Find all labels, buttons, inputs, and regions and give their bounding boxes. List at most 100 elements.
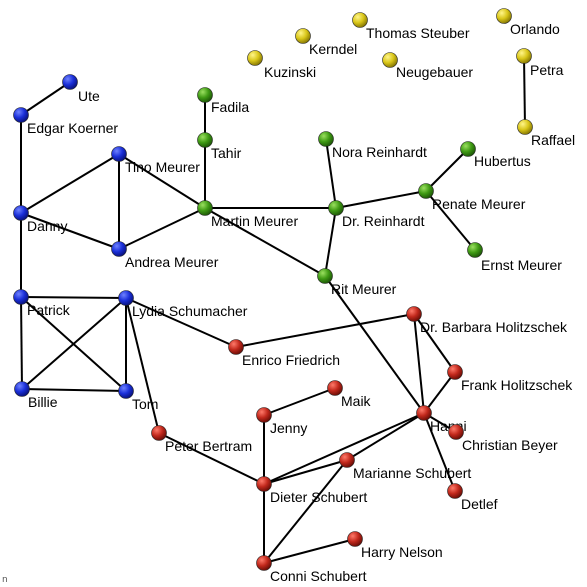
node-circle-dr_reinhardt[interactable]: [328, 200, 344, 216]
node-circle-tom[interactable]: [118, 383, 134, 399]
node-circle-kuzinski[interactable]: [247, 50, 263, 66]
edge-dr_reinhardt-renate: [335, 190, 427, 209]
node-circle-dieter[interactable]: [256, 476, 272, 492]
node-andrea[interactable]: Andrea Meurer: [111, 241, 219, 271]
node-circle-kerndel[interactable]: [295, 28, 311, 44]
node-marianne[interactable]: Marianne Schubert: [339, 452, 472, 482]
node-billie[interactable]: Billie: [14, 381, 58, 411]
node-maik[interactable]: Maik: [327, 380, 372, 410]
node-circle-maik[interactable]: [327, 380, 343, 396]
node-tino[interactable]: Tino Meurer: [111, 146, 201, 176]
node-circle-tino[interactable]: [111, 146, 127, 162]
node-label-frank: Frank Holitzschek: [461, 377, 573, 393]
edge-marianne-conni: [263, 459, 348, 564]
edge-renate-ernst: [425, 190, 476, 251]
node-nora[interactable]: Nora Reinhardt: [318, 131, 428, 161]
node-barbara[interactable]: Dr. Barbara Holitzschek: [406, 306, 569, 336]
node-label-kerndel: Kerndel: [309, 41, 357, 57]
node-circle-tahir[interactable]: [197, 132, 213, 148]
node-label-detlef: Detlef: [461, 496, 498, 512]
node-circle-patrick[interactable]: [13, 289, 29, 305]
node-danny[interactable]: Danny: [13, 205, 68, 235]
node-petra[interactable]: Petra: [516, 48, 564, 79]
node-label-ernst: Ernst Meurer: [481, 257, 562, 273]
node-circle-hanni[interactable]: [416, 405, 432, 421]
node-tahir[interactable]: Tahir: [197, 132, 242, 162]
node-orlando[interactable]: Orlando: [496, 8, 561, 38]
node-label-patrick: Patrick: [27, 302, 71, 318]
node-renate[interactable]: Renate Meurer: [418, 183, 526, 213]
edge-barbara-frank: [413, 313, 456, 373]
node-circle-neugebauer[interactable]: [382, 52, 398, 68]
node-circle-christian[interactable]: [448, 424, 464, 440]
node-circle-ute[interactable]: [62, 74, 78, 90]
edge-dr_reinhardt-rit: [324, 207, 337, 277]
node-circle-thomas[interactable]: [352, 12, 368, 28]
node-circle-marianne[interactable]: [339, 452, 355, 468]
node-circle-renate[interactable]: [418, 183, 434, 199]
node-harry[interactable]: Harry Nelson: [347, 531, 443, 561]
node-circle-billie[interactable]: [14, 381, 30, 397]
node-detlef[interactable]: Detlef: [447, 483, 498, 513]
node-circle-harry[interactable]: [347, 531, 363, 547]
node-jenny[interactable]: Jenny: [256, 407, 308, 437]
node-circle-jenny[interactable]: [256, 407, 272, 423]
node-circle-petra[interactable]: [516, 48, 532, 64]
node-martin[interactable]: Martin Meurer: [197, 200, 299, 230]
node-circle-andrea[interactable]: [111, 241, 127, 257]
edge-ute-edgar: [20, 81, 71, 116]
edge-enrico-barbara: [235, 313, 415, 348]
node-conni[interactable]: Conni Schubert: [256, 555, 367, 585]
node-kerndel[interactable]: Kerndel: [295, 28, 358, 58]
node-fadila[interactable]: Fadila: [197, 87, 250, 116]
node-enrico[interactable]: Enrico Friedrich: [228, 339, 341, 369]
edge-renate-hubertus: [425, 148, 469, 192]
node-label-harry: Harry Nelson: [361, 544, 443, 560]
edge-billie-tom: [21, 388, 127, 392]
node-circle-danny[interactable]: [13, 205, 29, 221]
node-label-conni: Conni Schubert: [270, 568, 367, 584]
node-neugebauer[interactable]: Neugebauer: [382, 52, 474, 81]
node-circle-enrico[interactable]: [228, 339, 244, 355]
edge-patrick-lydia: [20, 296, 127, 299]
node-circle-detlef[interactable]: [447, 483, 463, 499]
node-circle-hubertus[interactable]: [460, 141, 476, 157]
node-peter[interactable]: Peter Bertram: [151, 425, 253, 455]
node-thomas[interactable]: Thomas Steuber: [352, 12, 470, 42]
node-kuzinski[interactable]: Kuzinski: [247, 50, 317, 81]
node-circle-lydia[interactable]: [118, 290, 134, 306]
node-circle-conni[interactable]: [256, 555, 272, 571]
node-circle-nora[interactable]: [318, 131, 334, 147]
node-frank[interactable]: Frank Holitzschek: [447, 364, 574, 394]
node-circle-barbara[interactable]: [406, 306, 422, 322]
node-lydia[interactable]: Lydia Schumacher: [118, 290, 248, 320]
node-raffael[interactable]: Raffael: [517, 119, 576, 149]
node-circle-edgar[interactable]: [13, 107, 29, 123]
node-circle-ernst[interactable]: [467, 242, 483, 258]
node-rit[interactable]: Rit Meurer: [317, 268, 397, 298]
node-edgar[interactable]: Edgar Koerner: [13, 107, 119, 137]
node-label-neugebauer: Neugebauer: [396, 64, 473, 80]
node-circle-peter[interactable]: [151, 425, 167, 441]
node-circle-frank[interactable]: [447, 364, 463, 380]
node-circle-orlando[interactable]: [496, 8, 512, 24]
edge-marianne-dieter: [263, 459, 348, 485]
node-dieter[interactable]: Dieter Schubert: [256, 476, 368, 506]
node-ute[interactable]: Ute: [62, 74, 101, 105]
node-hubertus[interactable]: Hubertus: [460, 141, 531, 170]
node-dr_reinhardt[interactable]: Dr. Reinhardt: [328, 200, 425, 230]
edge-andrea-martin: [118, 207, 206, 250]
node-circle-martin[interactable]: [197, 200, 213, 216]
node-christian[interactable]: Christian Beyer: [448, 424, 559, 454]
node-circle-raffael[interactable]: [517, 119, 533, 135]
node-label-tom: Tom: [132, 396, 158, 412]
node-circle-rit[interactable]: [317, 268, 333, 284]
node-tom[interactable]: Tom: [118, 383, 159, 413]
node-label-christian: Christian Beyer: [462, 437, 558, 453]
node-ernst[interactable]: Ernst Meurer: [467, 242, 563, 274]
node-patrick[interactable]: Patrick: [13, 289, 71, 319]
node-circle-fadila[interactable]: [197, 87, 213, 103]
edge-hanni-dieter: [263, 412, 425, 485]
